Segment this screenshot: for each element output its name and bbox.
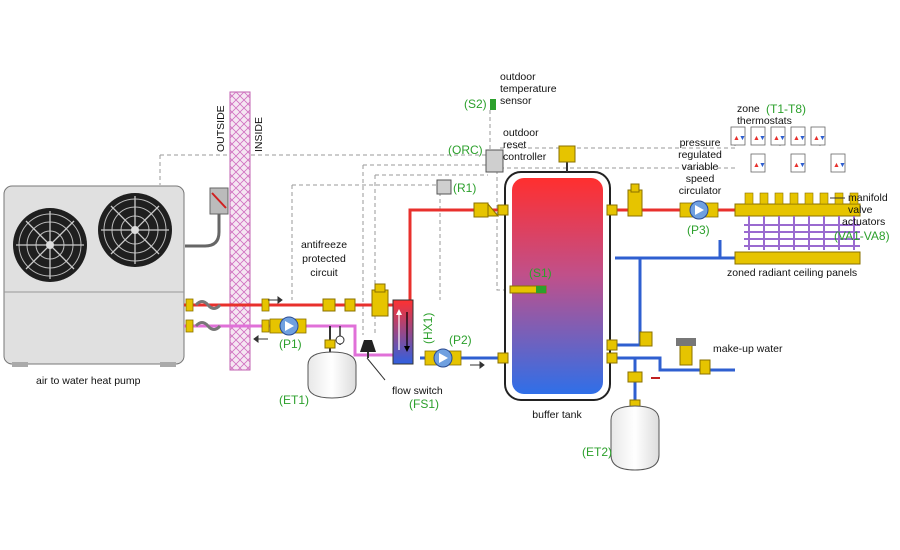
glycol-return-piping [184, 324, 395, 357]
inside-label: INSIDE [253, 117, 265, 152]
zone-thermostats-label-2: thermostats [737, 115, 792, 127]
svg-text:▲: ▲ [793, 135, 800, 142]
return-manifold [734, 251, 861, 265]
antifreeze-label-3: circuit [310, 267, 338, 279]
svg-text:▼: ▼ [739, 135, 746, 142]
circulator-desc-4: speed [686, 173, 715, 185]
fan-right-icon [98, 193, 172, 267]
svg-text:▲: ▲ [753, 135, 760, 142]
svg-text:▼: ▼ [799, 162, 806, 169]
et1-tag: (ET1) [279, 393, 309, 407]
antifreeze-label-2: protected [302, 253, 346, 265]
svg-text:▲: ▲ [753, 162, 760, 169]
svg-text:▼: ▼ [779, 135, 786, 142]
svg-text:▼: ▼ [759, 162, 766, 169]
pressure-gauge-icon [335, 326, 345, 345]
outdoor-temp-label-2: temperature [500, 83, 557, 95]
s2-tag: (S2) [464, 97, 487, 111]
outdoor-temp-label-3: sensor [500, 95, 532, 107]
et2-tag: (ET2) [582, 445, 612, 459]
zoned-panels-label: zoned radiant ceiling panels [727, 267, 857, 279]
actuators-label-1: manifold [848, 192, 888, 204]
orc-label-1: outdoor [503, 127, 539, 139]
circulator-p3 [679, 200, 719, 220]
orc-label-3: controller [503, 151, 547, 163]
svg-text:▼: ▼ [759, 135, 766, 142]
expansion-tank-et1 [307, 326, 357, 399]
zone-thermostats-label-1: zone [737, 103, 760, 115]
outside-label: OUTSIDE [215, 105, 227, 152]
outdoor-reset-controller-box [485, 149, 504, 173]
buffer-tank-label: buffer tank [532, 409, 582, 421]
p3-tag: (P3) [687, 223, 710, 237]
circulator-desc-5: circulator [679, 185, 722, 197]
orc-tag: (ORC) [448, 143, 483, 157]
heat-pump-label: air to water heat pump [36, 375, 141, 387]
flow-switch-fs1 [360, 340, 386, 381]
svg-text:▲: ▲ [813, 135, 820, 142]
tank-air-vent [558, 145, 576, 172]
air-separator [322, 283, 389, 317]
p1-tag: (P1) [279, 337, 302, 351]
fan-left-icon [13, 208, 87, 282]
r1-tag: (R1) [453, 181, 476, 195]
p2-tag: (P2) [449, 333, 472, 347]
circulator-desc-3: variable [682, 161, 719, 173]
actuators-label-2: valve [848, 204, 873, 216]
flex-connector-icon [194, 300, 222, 310]
zone-thermostats: ▲▼ ▲▼ ▲▼ ▲▼ ▲▼ ▲▼ ▲▼ ▲▼ [730, 126, 846, 173]
check-valve [473, 202, 500, 218]
supply-check-valve [627, 183, 643, 217]
actuators-label-3: actuators [842, 216, 885, 228]
circulator-p1 [269, 316, 307, 336]
orc-label-2: reset [503, 139, 526, 151]
makeup-water-assembly [627, 331, 711, 383]
supply-manifold [734, 192, 861, 217]
svg-text:▼: ▼ [799, 135, 806, 142]
buffer-tank [497, 171, 618, 401]
relay-r1-box [436, 179, 452, 195]
zone-coils [744, 216, 860, 250]
pipe-unions [185, 298, 270, 333]
svg-text:▲: ▲ [733, 135, 740, 142]
svg-text:▼: ▼ [839, 162, 846, 169]
outdoor-temp-label-1: outdoor [500, 71, 536, 83]
flow-arrows [253, 296, 485, 369]
air-to-water-heat-pump [3, 185, 185, 367]
tank-sensor-s1 [509, 285, 547, 294]
s1-tag: (S1) [529, 266, 552, 280]
outdoor-sensor-s2 [490, 99, 496, 110]
t1-t8-tag: (T1-T8) [766, 102, 806, 116]
va1-va8-tag: (VA1-VA8) [834, 229, 890, 243]
exterior-wall [229, 91, 251, 371]
svg-text:▲: ▲ [833, 162, 840, 169]
circulator-p2 [424, 348, 462, 368]
svg-text:▲: ▲ [773, 135, 780, 142]
circulator-desc-2: regulated [678, 149, 722, 161]
outdoor-wall-box [185, 187, 229, 248]
antifreeze-label-1: antifreeze [301, 239, 347, 251]
svg-text:▲: ▲ [793, 162, 800, 169]
circulator-desc-1: pressure [680, 137, 721, 149]
svg-text:▼: ▼ [819, 135, 826, 142]
expansion-tank-et2 [610, 399, 660, 471]
hx1-tag: (HX1) [421, 313, 435, 344]
fs1-tag: (FS1) [409, 397, 439, 411]
heat-exchanger-hx1 [392, 299, 414, 365]
makeup-water-label: make-up water [713, 343, 783, 355]
flex-connector-icon [194, 321, 222, 331]
flow-switch-label: flow switch [392, 385, 443, 397]
